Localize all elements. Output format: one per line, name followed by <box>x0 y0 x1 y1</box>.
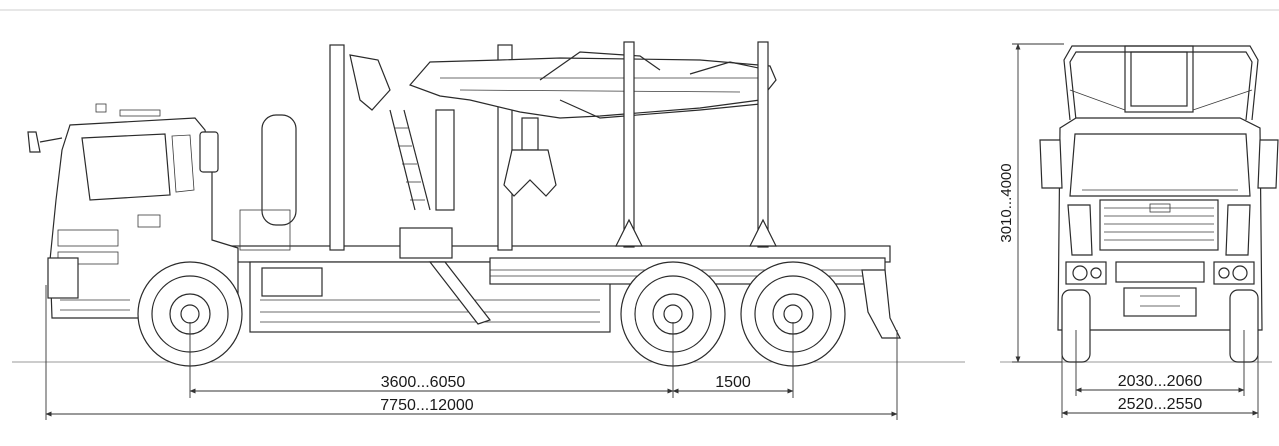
truck-front-view <box>1039 45 1279 363</box>
rear-stanchion-1 <box>623 41 635 248</box>
left-headlight <box>1065 261 1107 285</box>
headboard-cage <box>1063 45 1259 121</box>
grille <box>1099 199 1219 251</box>
track-width-label: 2030...2060 <box>1118 373 1203 390</box>
rear-bumper <box>861 269 901 339</box>
overall-width-label: 2520...2550 <box>1118 396 1203 413</box>
front-left-mirror <box>1039 139 1063 189</box>
fuel-tank <box>261 267 323 297</box>
cab-window <box>81 133 171 201</box>
grapple-rotator <box>521 117 539 151</box>
stabilizer-leg <box>428 261 491 325</box>
side-dimensions: 3600...6050 1500 7750...12000 <box>45 285 898 420</box>
right-headlight <box>1213 261 1255 285</box>
left-mirror <box>27 131 41 153</box>
crane-column <box>329 44 345 251</box>
overall-length-label: 7750...12000 <box>380 397 474 414</box>
wheelbase-label: 3600...6050 <box>381 374 466 391</box>
boom-cylinder <box>435 109 455 211</box>
operator-seat <box>349 54 391 111</box>
right-mirror <box>199 131 219 173</box>
front-bumper <box>1115 261 1205 283</box>
tandem-spacing-label: 1500 <box>715 374 751 391</box>
rear-stanchion-2 <box>757 41 769 248</box>
height-label: 3010...4000 <box>998 163 1015 242</box>
crane-boom <box>349 51 777 325</box>
front-right-mirror <box>1257 139 1279 189</box>
air-intake <box>261 114 297 226</box>
grapple <box>503 149 557 197</box>
crane-base <box>399 227 453 259</box>
truck-side-view <box>27 41 901 367</box>
front-axle-guard <box>1123 287 1197 317</box>
front-dimensions: 3010...4000 2030...2060 2520...2550 <box>998 43 1259 418</box>
windshield <box>1069 133 1251 197</box>
